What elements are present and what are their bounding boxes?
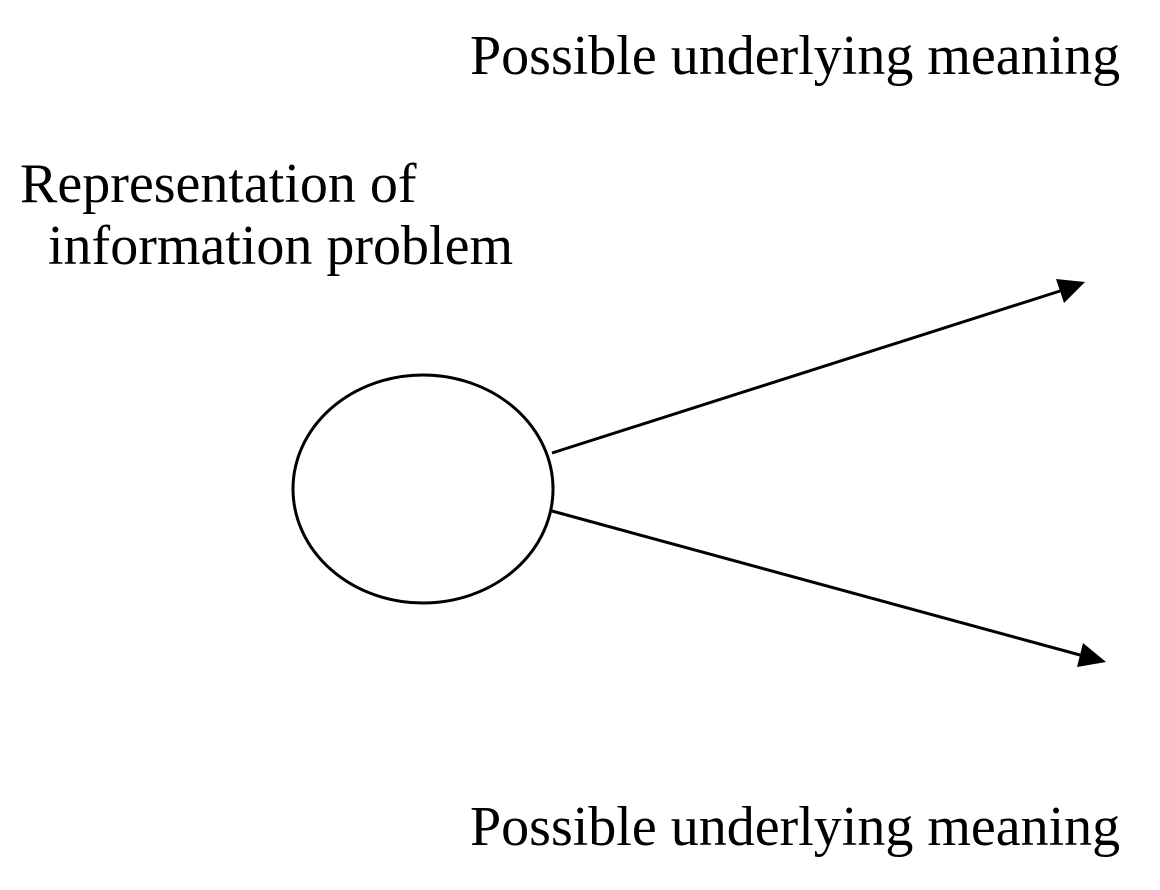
source-label-line-1: Representation of <box>20 153 417 215</box>
arrowhead-top-icon <box>1056 279 1085 303</box>
bottom-meaning-label: Possible underlying meaning <box>470 796 1120 858</box>
arrow-line-bottom <box>551 509 1081 657</box>
arrow-line-top <box>551 289 1061 455</box>
arrowhead-bottom-icon <box>1077 643 1106 667</box>
arrow-to-top-meaning <box>551 279 1085 455</box>
top-meaning-label: Possible underlying meaning <box>470 25 1120 87</box>
information-problem-node <box>291 373 555 605</box>
source-label-line-2: information problem <box>48 215 513 277</box>
arrow-to-bottom-meaning <box>551 509 1106 667</box>
